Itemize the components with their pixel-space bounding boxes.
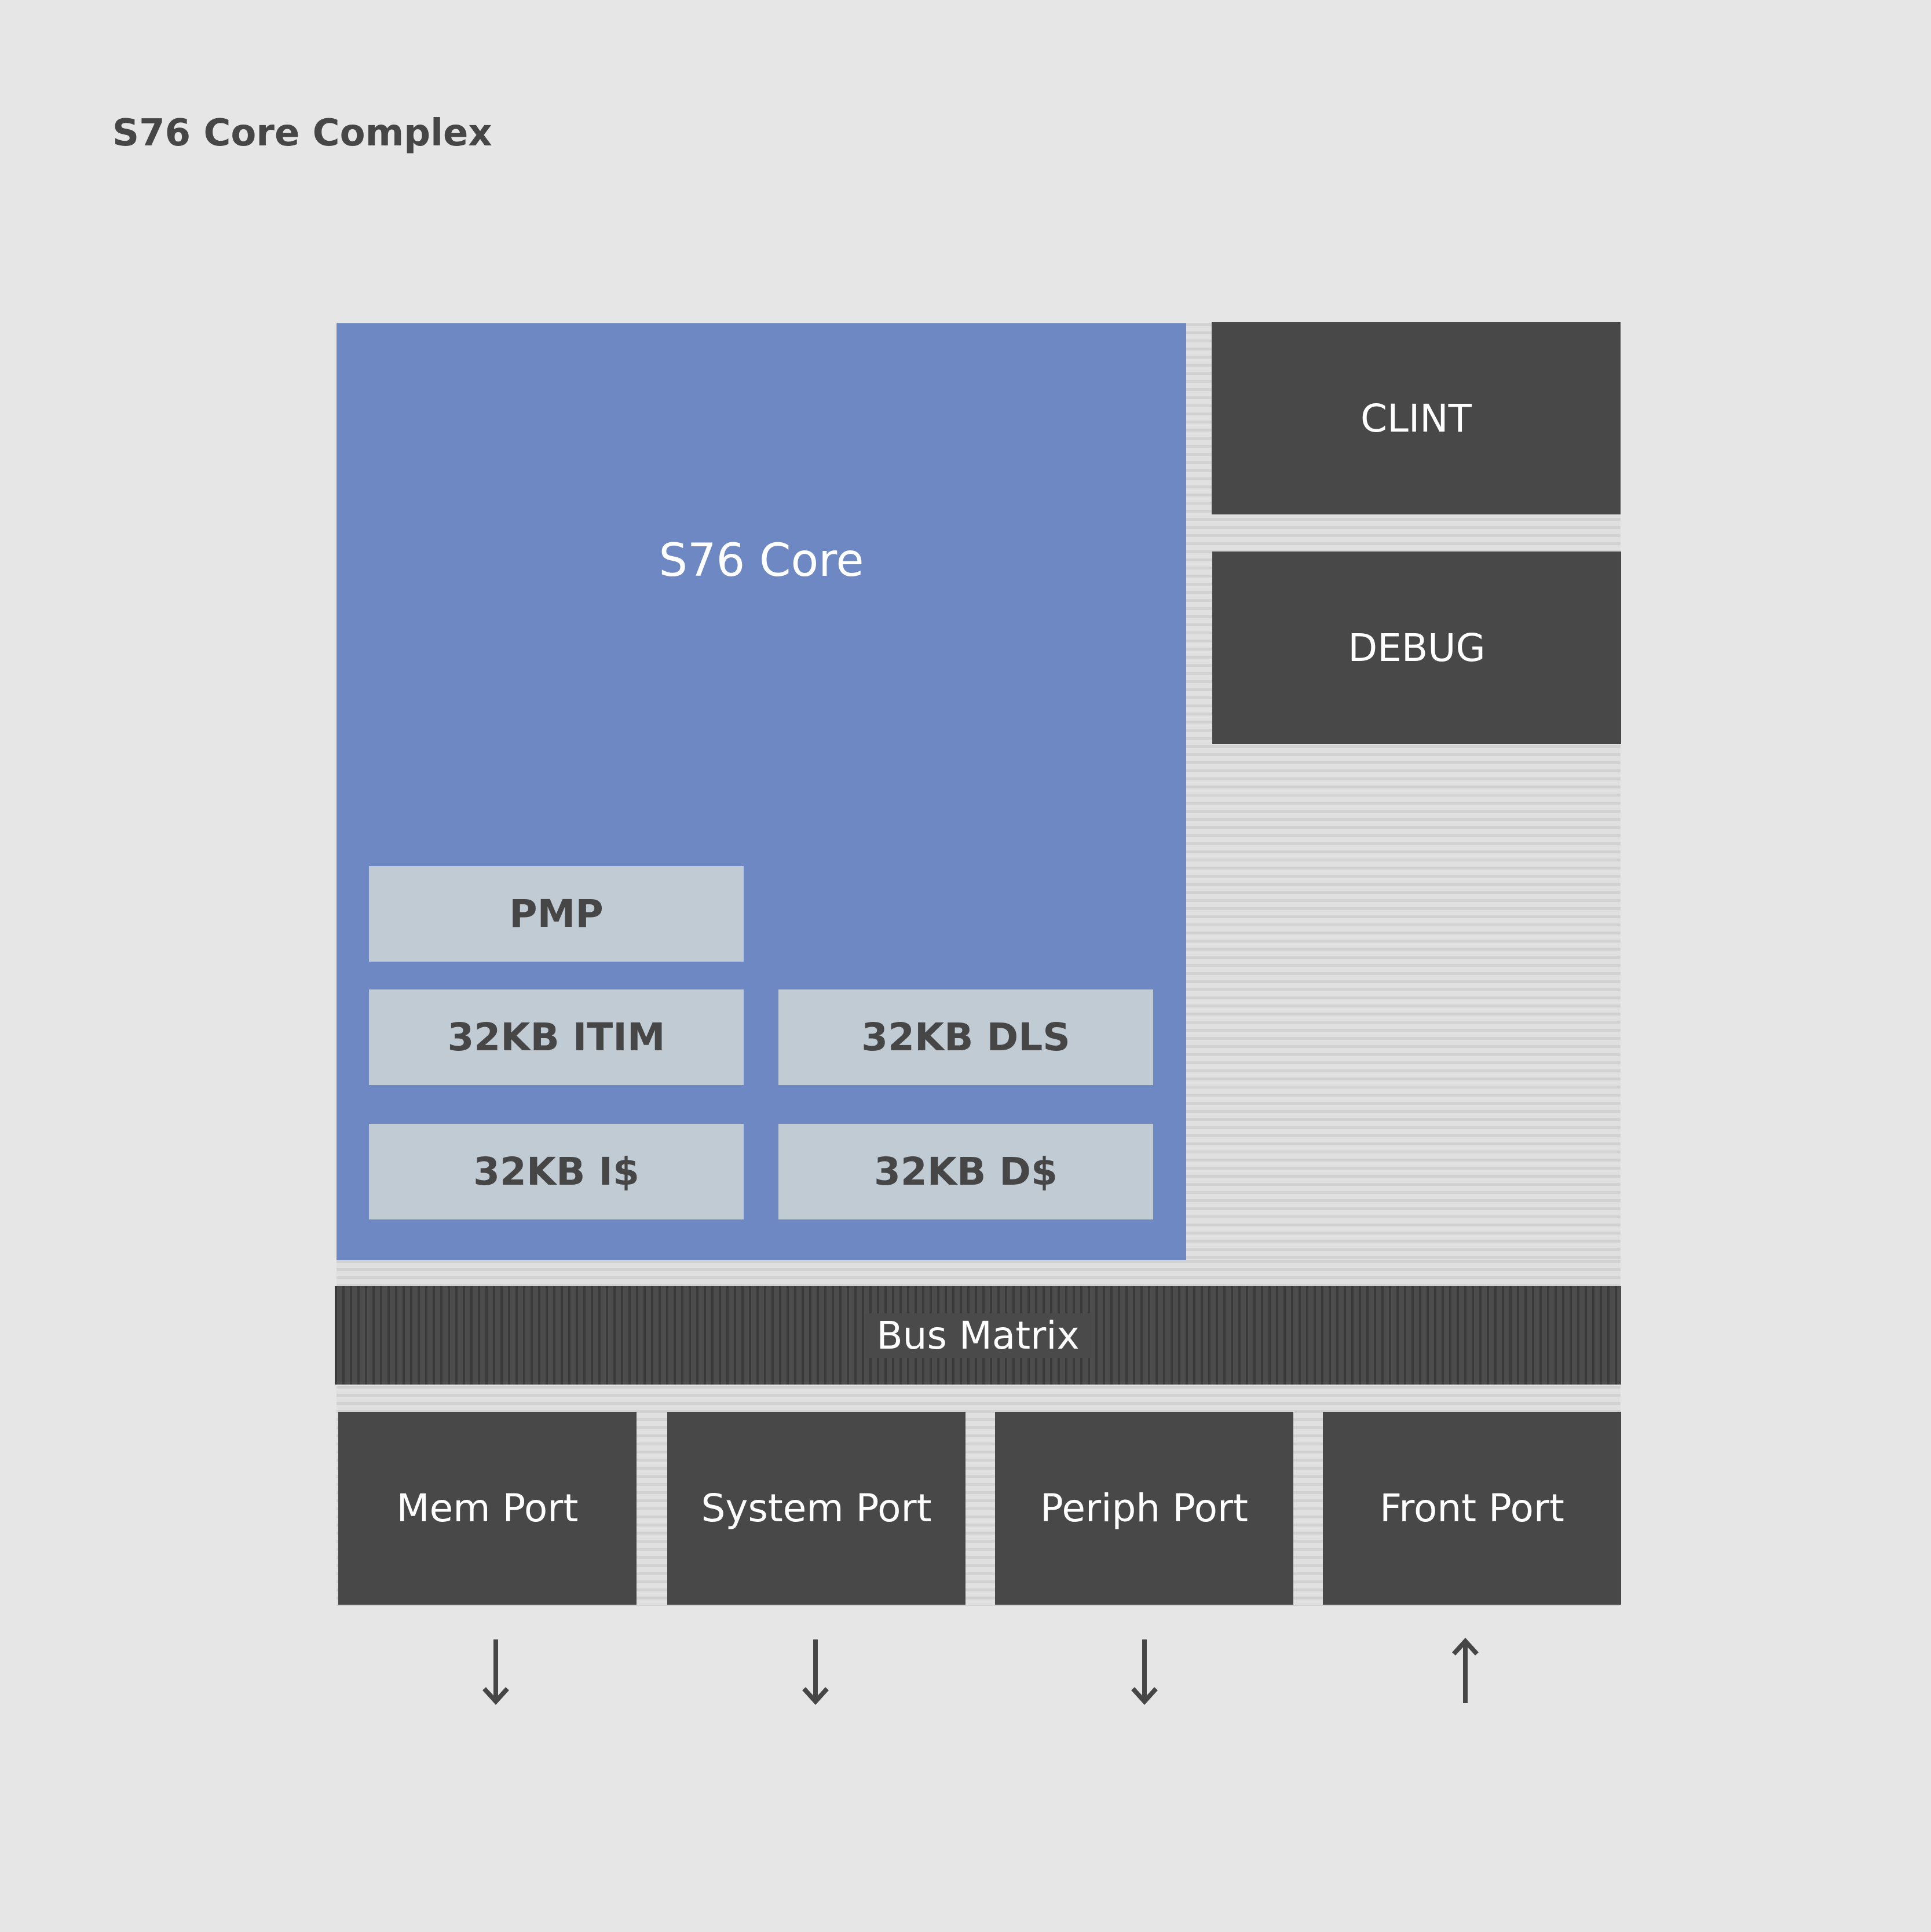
pmp-block: PMP [369, 866, 744, 962]
s76-core-block: S76 Core PMP 32KB ITIM 32KB DLS 32KB I$ … [337, 323, 1186, 1260]
dls-block: 32KB DLS [778, 989, 1153, 1085]
clint-block: CLINT [1212, 322, 1621, 514]
front-port-arrow-up-icon [1452, 1638, 1479, 1703]
interconnect-background-bottom [337, 1260, 1621, 1286]
itim-block: 32KB ITIM [369, 989, 744, 1085]
bus-matrix-label: Bus Matrix [865, 1313, 1091, 1358]
s76-core-label: S76 Core [659, 535, 864, 587]
bus-matrix-block: Bus Matrix [335, 1286, 1621, 1385]
system-port-arrow-down-icon [802, 1639, 829, 1705]
mem-port-arrow-down-icon [482, 1639, 509, 1705]
mem-port-block: Mem Port [338, 1412, 637, 1605]
periph-port-arrow-down-icon [1131, 1639, 1158, 1705]
front-port-block: Front Port [1323, 1412, 1621, 1605]
icache-block: 32KB I$ [369, 1124, 744, 1219]
page-title: S76 Core Complex [112, 112, 492, 155]
dcache-block: 32KB D$ [778, 1124, 1153, 1219]
periph-port-block: Periph Port [995, 1412, 1293, 1605]
system-port-block: System Port [667, 1412, 966, 1605]
debug-block: DEBUG [1212, 552, 1621, 744]
